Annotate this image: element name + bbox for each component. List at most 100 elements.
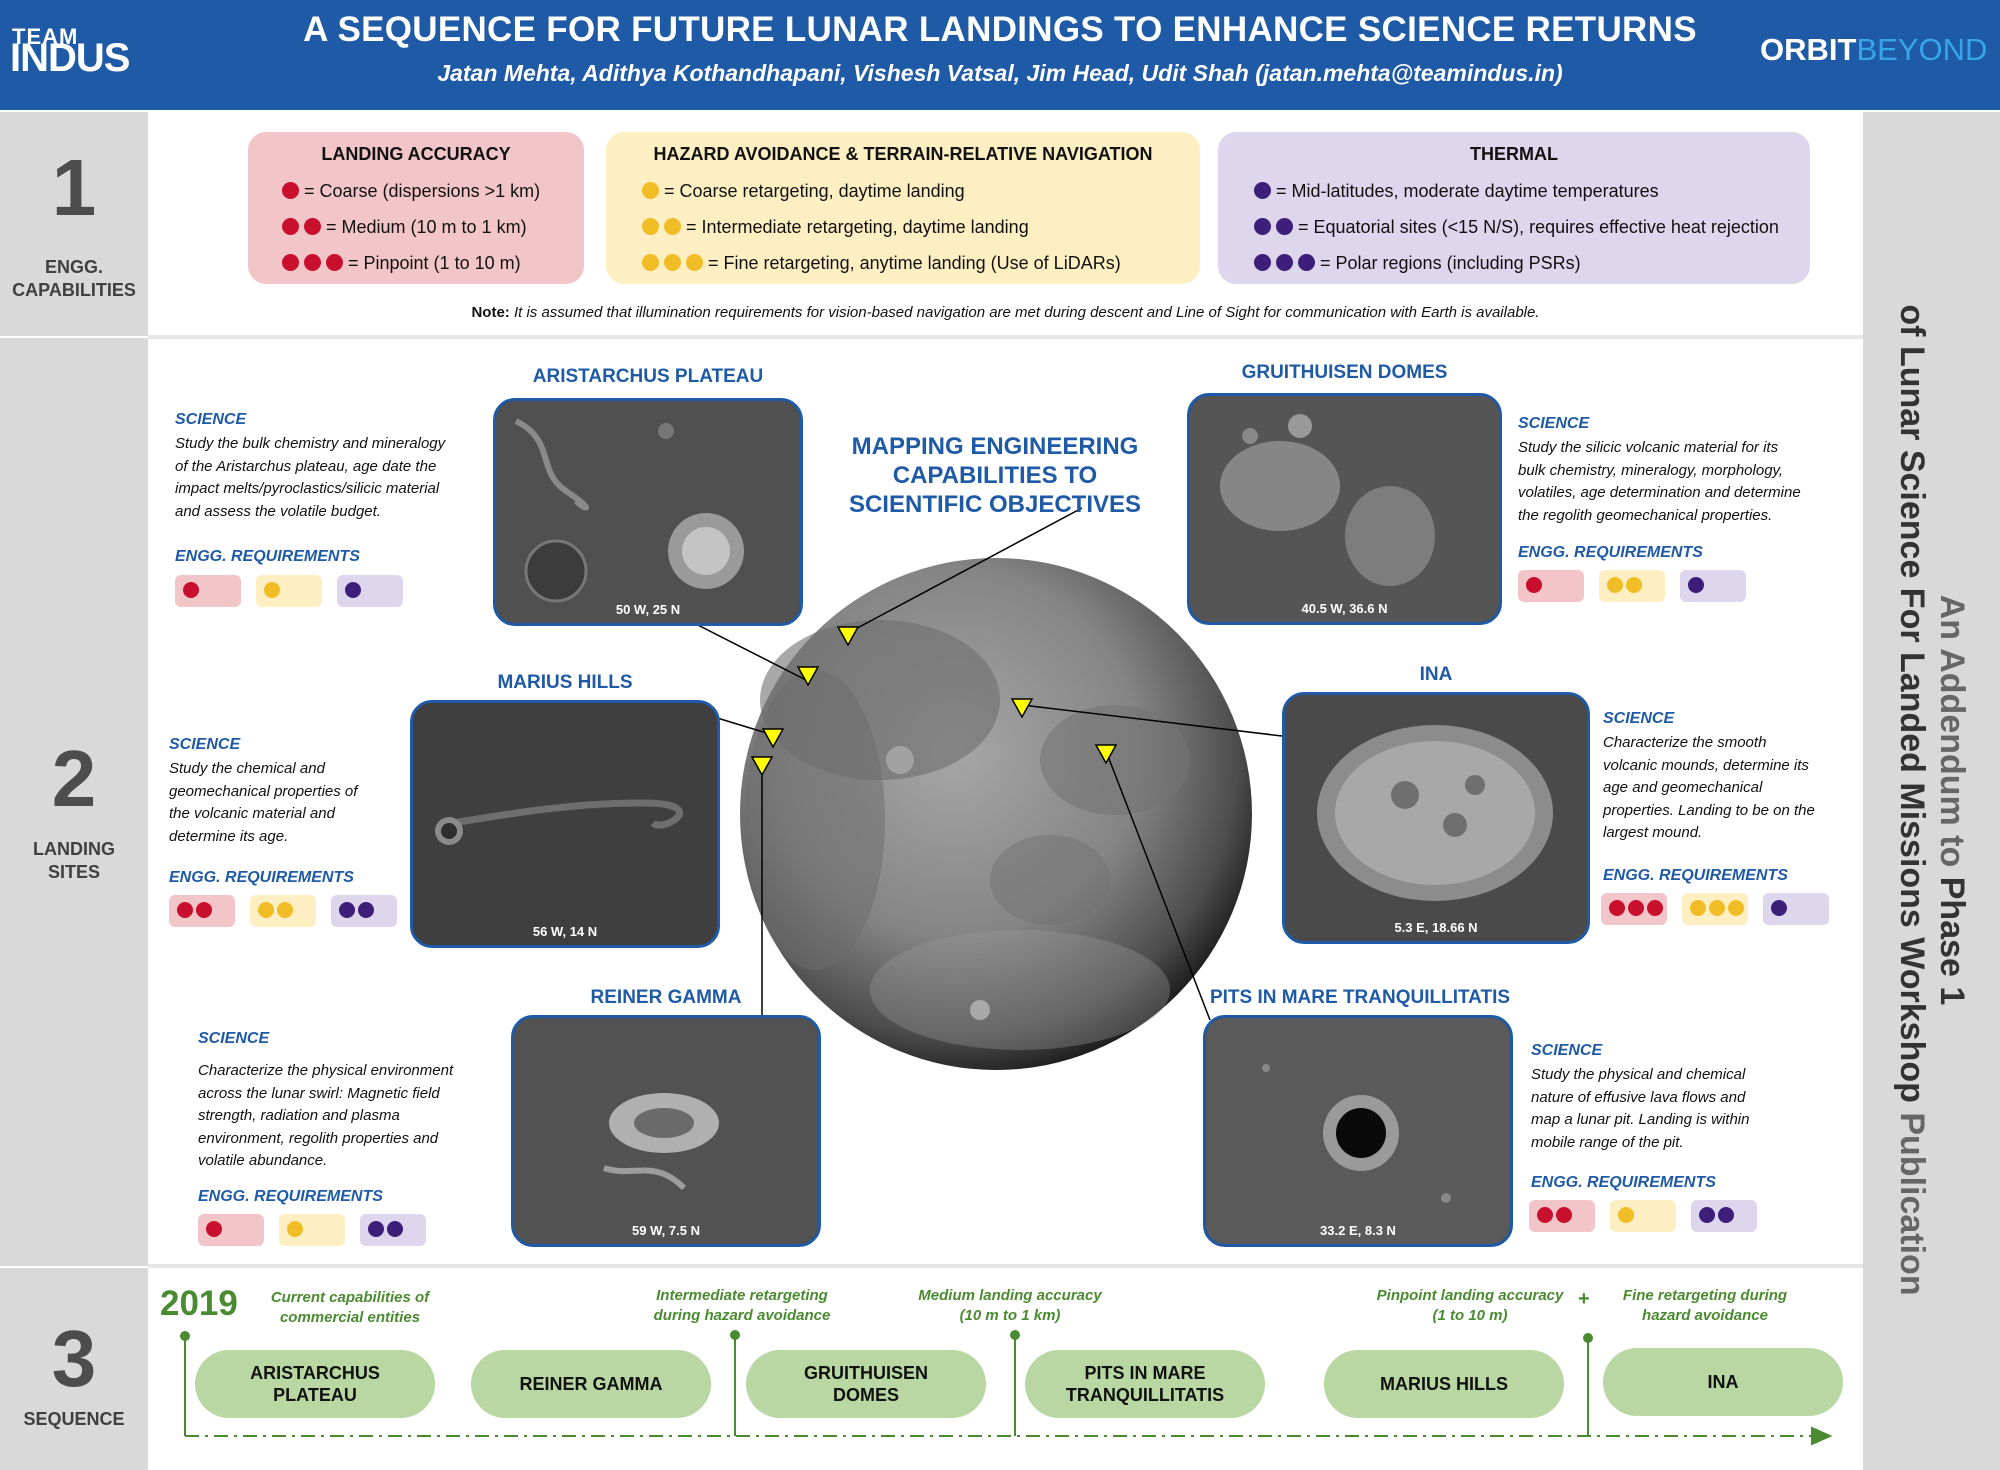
timeline-label-line: during hazard avoidance [653,1307,831,1324]
science-line: environment, regolith properties and [198,1129,439,1147]
step-line: PLATEAU [273,1385,357,1405]
requirement-box [175,575,241,607]
science-heading: SCIENCE [169,736,241,753]
purple-dot-icon [358,902,374,918]
requirement-box [1599,570,1665,602]
science-line: age and geomechanical [1603,779,1763,796]
addendum-banner [1863,112,2000,1470]
science-line: mobile range of the pit. [1531,1133,1684,1151]
purple-dot-icon [368,1221,384,1237]
requirement-box [256,575,322,607]
reiner-terrain [514,1018,818,1244]
ina-connector [1021,704,1283,737]
requirement-box [169,895,235,927]
timeline-label-line: (10 m to 1 km) [959,1307,1061,1324]
gruithuisen-science: SCIENCE Study the silicic volcanic mater… [1518,415,1838,527]
science-line: nature of effusive lava flows and [1531,1088,1746,1106]
timeline-label: Intermediate retargeting during hazard av… [632,1286,852,1326]
hazard-fine-row: = Fine retargeting, anytime landing (Use… [620,245,1186,281]
aristarchus-req-heading: ENGG. REQUIREMENTS [175,548,360,565]
science-line: Study the silicic volcanic material for … [1518,439,1779,456]
marius-coordinates: 56 W, 14 N [532,924,598,939]
science-line: Study the bulk chemistry and mineralogy [175,435,446,452]
yellow-dot-icon [642,218,659,235]
reiner-image: 59 W, 7.5 N [511,1015,821,1247]
requirement-box [337,575,403,607]
science-heading: SCIENCE [1603,710,1675,727]
section-1-label: ENGG.CAPABILITIES [0,256,148,302]
red-dot-icon [206,1221,222,1237]
science-line: Characterize the smooth [1603,734,1767,751]
legend-text: = Intermediate retargeting, daytime land… [686,217,1029,237]
science-heading: SCIENCE [1518,415,1590,432]
science-text: Characterize the smooth volcanic mounds,… [1603,732,1848,845]
science-line: map a lunar pit. Landing is within [1531,1111,1750,1128]
science-heading: SCIENCE [175,411,247,428]
ina-coordinates: 5.3 E, 18.66 N [1394,920,1478,935]
timeline-label-line: Intermediate retargeting [656,1287,828,1304]
yellow-dot-icon [664,218,681,235]
reiner-marker-icon [750,756,774,777]
section-2-label-line: SITES [47,862,100,882]
aristarchus-coordinates: 50 W, 25 N [615,602,681,617]
aristarchus-connector [687,619,809,682]
thermal-polar-row: = Polar regions (including PSRs) [1232,245,1796,281]
marius-requirements [169,895,399,927]
poster-title: A SEQUENCE FOR FUTURE LUNAR LANDINGS TO … [303,10,1697,49]
purple-dot-icon [1688,577,1704,593]
center-title-line: CAPABILITIES TO [892,462,1098,489]
requirement-box [279,1214,345,1246]
timeline-label-line: Current capabilities of [270,1289,430,1306]
legend-text: = Mid-latitudes, moderate daytime temper… [1276,181,1659,201]
requirement-box [1518,570,1584,602]
purple-dot-icon [339,902,355,918]
aristarchus-marker-icon [796,666,820,687]
timeline-label-line: hazard avoidance [1642,1307,1768,1324]
purple-dot-icon [1276,218,1293,235]
southern-highlands [870,930,1170,1050]
yellow-dot-icon [642,182,659,199]
red-dot-icon [282,218,299,235]
landing-coarse-row: = Coarse (dispersions >1 km) [262,173,570,209]
header-banner [0,0,2000,110]
pits-science: SCIENCE Study the physical and chemical … [1531,1042,1831,1154]
section-1-label-line: ENGG. [44,257,103,277]
purple-dot-icon [1699,1207,1715,1223]
teamindus-logo: INDUS [10,36,130,80]
science-line: properties. Landing to be on the [1603,801,1815,819]
science-line: geomechanical properties of [169,782,358,800]
teamindus-logo-top: TEAM [12,24,79,49]
science-heading: SCIENCE [1531,1042,1603,1059]
purple-dot-icon [1254,182,1271,199]
reiner-coordinates: 59 W, 7.5 N [632,1223,700,1238]
timeline-label-line: Pinpoint landing accuracy [1376,1287,1564,1304]
gruithuisen-terrain [1190,396,1499,622]
beyond-word: BEYOND [1856,32,1988,67]
marius-marker-icon [761,728,785,749]
purple-dot-icon [1718,1207,1734,1223]
purple-dot-icon [1298,254,1315,271]
science-line: volatiles, age determination and determi… [1518,484,1801,501]
science-line: and assess the volatile budget. [175,502,381,520]
science-text: Study the chemical and geomechanical pro… [169,758,399,848]
note-label: Note: [471,304,510,321]
requirement-box [1763,893,1829,925]
science-line: volatile abundance. [198,1152,328,1169]
center-title-line: SCIENTIFIC OBJECTIVES [848,491,1142,518]
pits-req-heading: ENGG. REQUIREMENTS [1531,1174,1716,1191]
landing-accuracy-title: LANDING ACCURACY [321,144,511,164]
aristarchus-requirements [175,575,405,607]
science-text: Study the silicic volcanic material for … [1518,437,1838,527]
section-3-number: 3 [51,1314,97,1403]
science-heading: SCIENCE [198,1030,270,1047]
marius-terrain [413,703,717,945]
red-dot-icon [282,182,299,199]
step-line: ARISTARCHUS [250,1363,380,1383]
yellow-dot-icon [1618,1207,1634,1223]
requirement-box [360,1214,426,1246]
oceanus-procellarum [745,670,885,970]
step-line: MARIUS HILLS [1380,1374,1508,1394]
gruithuisen-requirements [1518,570,1748,602]
